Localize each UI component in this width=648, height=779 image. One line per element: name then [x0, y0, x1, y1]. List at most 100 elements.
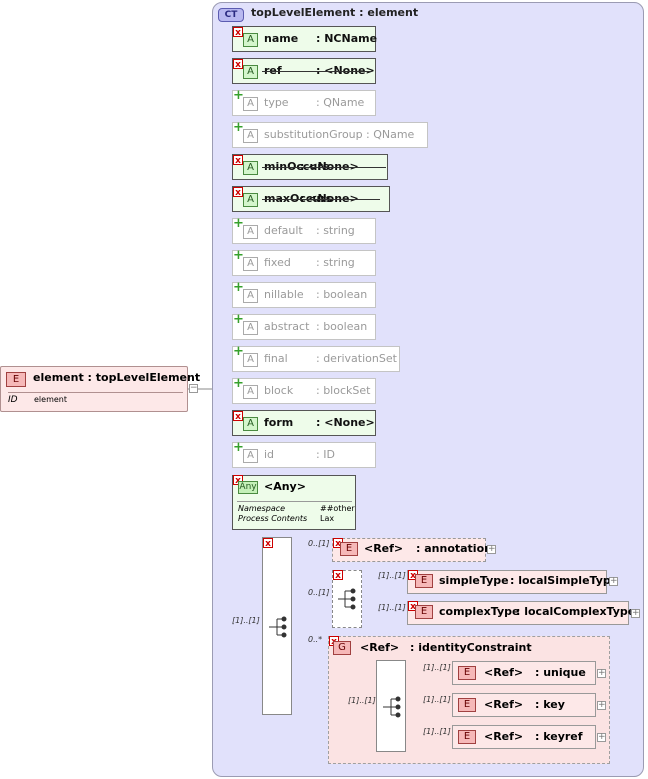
attribute-type: : <None>: [316, 64, 375, 77]
sequence-compositor[interactable]: [262, 537, 292, 715]
remove-icon[interactable]: x: [263, 538, 273, 549]
complex-type-element[interactable]: [407, 601, 629, 625]
any-badge: Any: [238, 481, 258, 494]
expand-icon[interactable]: +: [597, 732, 606, 742]
expand-icon[interactable]: +: [487, 544, 496, 554]
unique-element[interactable]: [452, 661, 596, 685]
simple-type-label: simpleType: [439, 574, 509, 587]
attribute-badge: A: [243, 129, 258, 143]
unique-cardinality: [1]..[1]: [423, 663, 451, 672]
identity-sequence-compositor[interactable]: [376, 660, 406, 752]
remove-icon[interactable]: x: [233, 411, 243, 422]
attribute-badge: A: [243, 193, 258, 207]
attribute-badge: A: [243, 97, 258, 111]
attribute-name: block: [264, 384, 294, 397]
attribute-type: : <None>: [316, 416, 375, 429]
remove-icon[interactable]: x: [233, 59, 243, 70]
attribute-type: : blockSet: [316, 384, 371, 397]
remove-icon[interactable]: x: [333, 570, 343, 581]
add-icon[interactable]: +: [233, 344, 244, 359]
attribute-name: id: [264, 448, 275, 461]
attribute-name: maxOccurs: [264, 192, 333, 205]
attribute-type: : boolean: [316, 320, 368, 333]
expand-icon[interactable]: +: [631, 608, 640, 618]
remove-icon[interactable]: x: [233, 187, 243, 198]
simple-type-type: : localSimpleType: [510, 574, 619, 587]
attribute-badge: A: [243, 321, 258, 335]
add-icon[interactable]: +: [233, 376, 244, 391]
add-icon[interactable]: +: [233, 216, 244, 231]
unique-type: : unique: [535, 666, 586, 679]
attribute-badge: A: [243, 385, 258, 399]
key-label: <Ref>: [484, 698, 524, 711]
element-badge: E: [458, 730, 476, 744]
attribute-name: name: [264, 32, 299, 45]
attribute-badge: A: [243, 257, 258, 271]
any-divider: [237, 501, 352, 502]
sequence-icon: [269, 616, 287, 638]
attribute-name: ref: [264, 64, 282, 77]
add-icon[interactable]: +: [233, 280, 244, 295]
attribute-badge: A: [243, 417, 258, 431]
any-namespace-key: Namespace: [238, 504, 286, 513]
attribute-badge: A: [243, 65, 258, 79]
attribute-type: : NCName: [316, 32, 378, 45]
attribute-type: : QName: [316, 96, 365, 109]
keyref-element[interactable]: [452, 725, 596, 749]
expand-icon[interactable]: +: [597, 700, 606, 710]
element-badge: E: [415, 605, 433, 619]
attribute-badge: A: [243, 289, 258, 303]
attribute-type: : <None>: [300, 192, 359, 205]
attribute-type: : string: [316, 256, 355, 269]
element-badge: E: [458, 666, 476, 680]
attribute-name: default: [264, 224, 303, 237]
root-element-box[interactable]: [0, 366, 188, 412]
any-process-key: Process Contents: [238, 514, 308, 523]
attribute-badge: A: [243, 33, 258, 47]
complex-type-badge: CT: [218, 8, 244, 22]
attribute-name: type: [264, 96, 289, 109]
annotation-cardinality: 0..[1]: [308, 539, 330, 548]
add-icon[interactable]: +: [233, 248, 244, 263]
strike-line: [262, 199, 380, 200]
add-icon[interactable]: +: [233, 120, 244, 135]
attribute-type: : <None>: [300, 160, 359, 173]
key-cardinality: [1]..[1]: [423, 695, 451, 704]
complex-type-type: : localComplexType: [516, 605, 636, 618]
root-divider: [8, 392, 183, 393]
group-badge: G: [333, 641, 351, 655]
add-icon[interactable]: +: [233, 440, 244, 455]
element-badge: E: [340, 542, 358, 556]
remove-icon[interactable]: x: [233, 155, 243, 166]
root-id-key: ID: [8, 395, 18, 405]
keyref-label: <Ref>: [484, 730, 524, 743]
strike-line: [262, 167, 386, 168]
root-element-title: element : topLevelElement: [33, 371, 201, 384]
sequence-icon: [383, 696, 401, 718]
key-element[interactable]: [452, 693, 596, 717]
attribute-name: substitutionGroup: [264, 128, 363, 141]
simple-type-cardinality: [1]..[1]: [378, 571, 406, 580]
attribute-fixed[interactable]: [232, 250, 376, 276]
root-id-value: element: [34, 395, 67, 404]
attribute-badge: A: [243, 161, 258, 175]
attribute-type: : boolean: [316, 288, 368, 301]
simple-type-element[interactable]: [407, 570, 607, 594]
add-icon[interactable]: +: [233, 312, 244, 327]
attribute-type: : string: [316, 224, 355, 237]
attribute-name: nillable: [264, 288, 304, 301]
attribute-default[interactable]: [232, 218, 376, 244]
collapse-icon[interactable]: −: [189, 383, 198, 393]
element-badge: E: [415, 574, 433, 588]
sequence-cardinality: [1]..[1]: [232, 616, 260, 625]
remove-icon[interactable]: x: [233, 27, 243, 38]
attribute-final[interactable]: [232, 346, 400, 372]
add-icon[interactable]: +: [233, 88, 244, 103]
attribute-type: : derivationSet: [316, 352, 397, 365]
expand-icon[interactable]: +: [597, 668, 606, 678]
any-title: <Any>: [264, 480, 306, 493]
expand-icon[interactable]: +: [609, 576, 618, 586]
attribute-substitutionGroup[interactable]: [232, 122, 428, 148]
choice-icon: [338, 588, 356, 610]
keyref-cardinality: [1]..[1]: [423, 727, 451, 736]
